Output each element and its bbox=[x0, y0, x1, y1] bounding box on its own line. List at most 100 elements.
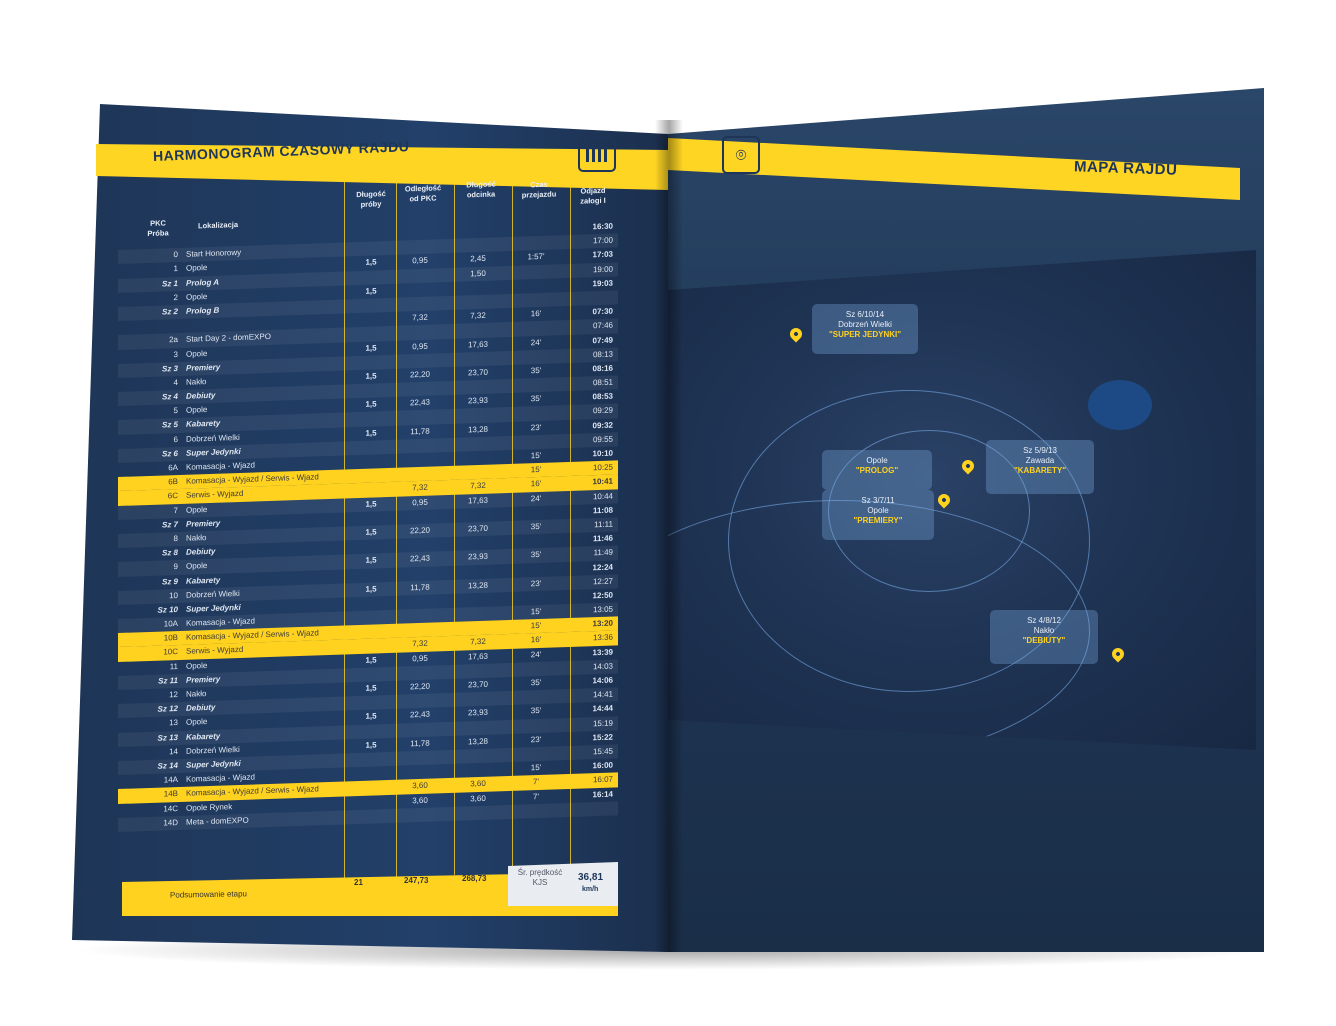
callout-stage: Sz 4/8/12 bbox=[1027, 616, 1061, 625]
cell-dep bbox=[573, 803, 613, 804]
cell-dep: 14:44 bbox=[592, 703, 613, 714]
cell-len: 1,5 bbox=[365, 286, 377, 296]
cell-pkc: Sz 11 bbox=[158, 675, 178, 686]
cell-time bbox=[516, 592, 556, 593]
cell-dep: 14:41 bbox=[592, 689, 613, 700]
map-callout-prolog: Opole "PROLOG" bbox=[822, 450, 932, 490]
cell-time: 15' bbox=[530, 763, 542, 773]
cell-seg bbox=[458, 765, 498, 766]
cell-dist bbox=[400, 284, 440, 285]
cell-len: 1,5 bbox=[365, 399, 377, 410]
cell-len bbox=[354, 300, 388, 301]
cell-loc: Komasacja - Wjazd bbox=[186, 460, 255, 472]
cell-pkc: 6B bbox=[168, 477, 178, 487]
cell-len: 1,5 bbox=[365, 342, 377, 353]
cell-dist: 0,95 bbox=[412, 653, 428, 663]
cell-time bbox=[516, 323, 556, 324]
lake bbox=[1088, 380, 1152, 430]
cell-loc: Premiery bbox=[186, 518, 221, 529]
cell-time: 15' bbox=[530, 465, 542, 475]
cell-pkc: 14 bbox=[169, 746, 178, 757]
cell-dep: 08:13 bbox=[592, 349, 613, 359]
callout-place: Nakło bbox=[1033, 626, 1055, 635]
cell-len bbox=[354, 484, 388, 485]
cell-seg bbox=[458, 538, 498, 539]
cell-pkc: 11 bbox=[169, 661, 178, 671]
cell-loc: Meta - domEXPO bbox=[186, 815, 249, 827]
speed-box bbox=[508, 862, 618, 906]
schedule-table: PKC Próba Lokalizacja Długość próby Odle… bbox=[118, 169, 618, 879]
cell-time bbox=[516, 748, 556, 749]
cell-time bbox=[516, 380, 556, 381]
cell-time: 23' bbox=[530, 422, 542, 432]
cell-seg: 17,63 bbox=[467, 495, 489, 505]
cell-pkc bbox=[128, 236, 178, 238]
cell-dep: 19:00 bbox=[592, 264, 613, 274]
header-czas: Czas przejazdu bbox=[521, 179, 557, 200]
callout-stage: Sz 6/10/14 bbox=[845, 310, 885, 319]
cell-loc: Opole bbox=[186, 291, 208, 302]
cell-loc: Kabarety bbox=[186, 731, 221, 742]
cell-loc: Kabarety bbox=[186, 419, 221, 430]
cell-seg: 23,70 bbox=[467, 679, 489, 690]
cell-seg bbox=[458, 325, 498, 326]
cell-dist bbox=[400, 383, 440, 384]
cell-dep: 08:53 bbox=[592, 391, 613, 402]
cell-loc: Komasacja - Wyjazd / Serwis - Wjazd bbox=[186, 472, 319, 486]
callout-name: "SUPER JEDYNKI" bbox=[828, 330, 902, 339]
cell-pkc: 3 bbox=[173, 349, 178, 359]
cell-pkc: 10C bbox=[163, 647, 178, 657]
cell-dist: 7,32 bbox=[412, 312, 428, 323]
map-callout-kabarety: Sz 5/9/13 Zawada "KABARETY" bbox=[986, 440, 1094, 494]
callout-name: "KABARETY" bbox=[1013, 466, 1067, 475]
cell-pkc: 7 bbox=[173, 505, 178, 515]
column-divider bbox=[396, 176, 397, 877]
cell-pkc: Sz 6 bbox=[161, 448, 178, 459]
header-dlugosc-odcinka: Długość odcinka bbox=[466, 179, 496, 200]
cell-seg: 13,28 bbox=[467, 424, 489, 435]
cell-pkc: Sz 4 bbox=[161, 392, 178, 402]
cell-pkc: 10 bbox=[169, 590, 178, 600]
cell-dep: 15:45 bbox=[592, 746, 613, 757]
cell-pkc: 13 bbox=[169, 718, 178, 728]
cell-pkc: 14B bbox=[163, 789, 178, 799]
cell-time bbox=[516, 564, 556, 565]
cell-dep: 07:46 bbox=[592, 320, 613, 331]
rally-map bbox=[668, 250, 1256, 750]
cell-time: 35' bbox=[530, 394, 542, 404]
cell-len bbox=[354, 413, 388, 414]
cell-time: 35' bbox=[530, 365, 542, 376]
summary-distance: 247,73 bbox=[404, 876, 429, 885]
cell-time bbox=[516, 536, 556, 537]
cell-loc: Nakło bbox=[186, 376, 207, 387]
cell-seg bbox=[458, 665, 498, 666]
cell-len bbox=[354, 612, 388, 613]
cell-dist: 3,60 bbox=[412, 781, 428, 791]
cell-len: 1,5 bbox=[365, 428, 377, 438]
cell-dep: 10:10 bbox=[592, 448, 613, 459]
cell-time bbox=[516, 408, 556, 409]
cell-seg bbox=[458, 566, 498, 567]
cell-dist: 22,43 bbox=[409, 710, 431, 720]
cell-loc: Start Day 2 - domEXPO bbox=[186, 332, 271, 345]
cell-time: 7' bbox=[533, 791, 539, 801]
column-divider bbox=[512, 172, 513, 873]
cell-dist: 22,20 bbox=[409, 525, 431, 536]
cell-dist bbox=[400, 355, 440, 356]
cell-dist bbox=[400, 242, 440, 243]
cell-len bbox=[354, 754, 388, 755]
cell-dist bbox=[400, 568, 440, 569]
cell-len: 1,5 bbox=[365, 555, 377, 566]
cell-dist: 7,32 bbox=[412, 483, 428, 493]
callout-stage: Sz 5/9/13 bbox=[1023, 446, 1057, 455]
cell-time bbox=[516, 238, 556, 239]
cell-dep: 13:20 bbox=[592, 618, 613, 629]
cell-pkc: 4 bbox=[173, 377, 178, 388]
cell-pkc: Sz 14 bbox=[157, 760, 178, 771]
cell-seg bbox=[458, 750, 498, 751]
cell-loc: Komasacja - Wyjazd / Serwis - Wjazd bbox=[186, 784, 319, 799]
cell-dep: 19:03 bbox=[592, 278, 613, 289]
cell-dep: 16:07 bbox=[592, 774, 613, 785]
cell-dep: 08:51 bbox=[592, 377, 613, 388]
cell-time bbox=[516, 663, 556, 664]
